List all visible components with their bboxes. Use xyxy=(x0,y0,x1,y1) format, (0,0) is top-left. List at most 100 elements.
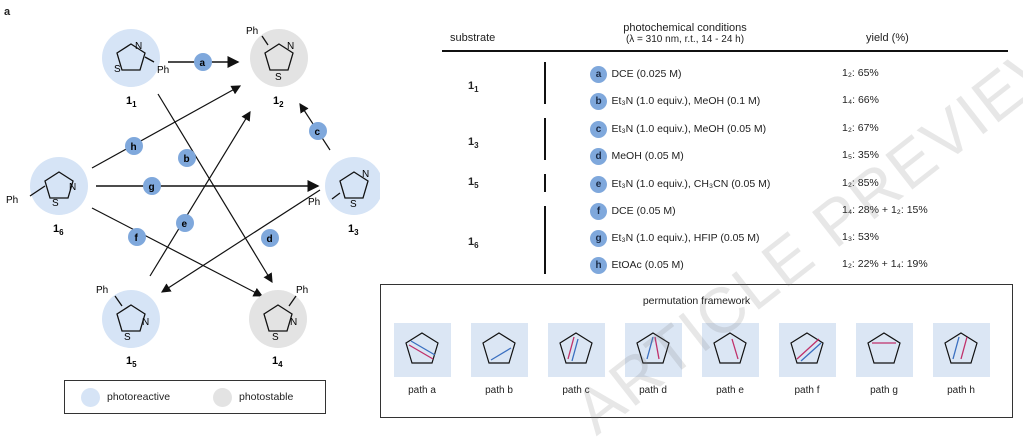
label-1-1: 11 xyxy=(126,95,137,109)
svg-text:d: d xyxy=(267,234,273,245)
arrow-e xyxy=(149,110,251,277)
row-yield: 1₃: 53% xyxy=(842,231,879,243)
atom-s-1-1: S xyxy=(114,64,121,75)
group-bar xyxy=(544,118,546,160)
table-row: g Et₃N (1.0 equiv.), HFIP (0.05 M) xyxy=(590,228,759,247)
atom-n-1-2: N xyxy=(287,41,294,52)
path-g-label: path g xyxy=(870,385,898,396)
atom-s-1-4: S xyxy=(272,332,279,343)
group-bar xyxy=(544,174,546,192)
ph-1-6: Ph xyxy=(6,195,18,206)
label-1-2: 12 xyxy=(273,95,284,109)
atom-s-1-6: S xyxy=(52,198,59,209)
svg-text:f: f xyxy=(135,233,139,244)
ph-1-2: Ph xyxy=(246,26,258,37)
table-row: f DCE (0.05 M) xyxy=(590,201,676,220)
atom-s-1-5: S xyxy=(124,332,131,343)
arrow-h xyxy=(91,85,242,169)
label-1-3: 13 xyxy=(348,223,359,237)
permutation-title: permutation framework xyxy=(642,295,751,307)
path-e-diagram xyxy=(702,323,759,377)
reaction-network: N S N S N S N S N S N S Ph Ph Ph Ph Ph P… xyxy=(6,26,380,369)
header-substrate: substrate xyxy=(450,32,496,44)
row-conditions: MeOH (0.05 M) xyxy=(611,150,684,162)
compound-1-4-circle xyxy=(249,290,307,348)
table-row: e Et₃N (1.0 equiv.), CH₃CN (0.05 M) xyxy=(590,174,770,193)
badge-c: c xyxy=(309,122,327,140)
legend-photoreactive: photoreactive xyxy=(107,391,171,403)
legend: photoreactive photostable xyxy=(64,380,326,414)
atom-n-1-3: N xyxy=(362,169,369,180)
ph-1-5: Ph xyxy=(96,285,108,296)
table-row: a DCE (0.025 M) xyxy=(590,64,681,83)
badge-e: e xyxy=(176,214,194,232)
table-row: h EtOAc (0.05 M) xyxy=(590,255,684,274)
row-yield: 1₅: 35% xyxy=(842,149,879,161)
structure-1-4 xyxy=(263,295,297,332)
row-badge: a xyxy=(590,66,607,83)
group-1-6: 16 xyxy=(468,236,479,251)
label-1-6: 16 xyxy=(53,223,64,237)
table-row: c Et₃N (1.0 equiv.), MeOH (0.05 M) xyxy=(590,119,766,138)
path-d-diagram xyxy=(625,323,682,377)
path-e-label: path e xyxy=(716,385,744,396)
badge-d: d xyxy=(261,229,279,247)
badge-h: h xyxy=(125,137,143,155)
row-yield: 1₄: 28% + 1₂: 15% xyxy=(842,204,928,216)
row-conditions: DCE (0.05 M) xyxy=(611,205,676,217)
badge-g: g xyxy=(143,177,161,195)
atom-n-1-4: N xyxy=(290,317,297,328)
structure-1-1 xyxy=(116,43,155,71)
header-conditions-2: (λ = 310 nm, r.t., 14 - 24 h) xyxy=(625,34,745,45)
row-badge: h xyxy=(590,257,607,274)
path-d-label: path d xyxy=(639,385,667,396)
photostable-swatch xyxy=(213,388,232,407)
row-conditions: DCE (0.025 M) xyxy=(611,68,682,80)
path-b-label: path b xyxy=(485,385,513,396)
row-badge: d xyxy=(590,148,607,165)
atom-s-1-2: S xyxy=(275,72,282,83)
compound-1-6-circle xyxy=(30,157,88,215)
row-badge: c xyxy=(590,121,607,138)
group-1-1: 11 xyxy=(468,80,479,95)
row-conditions: Et₃N (1.0 equiv.), HFIP (0.05 M) xyxy=(611,232,760,244)
compound-1-2-circle xyxy=(250,29,308,87)
svg-text:c: c xyxy=(315,127,321,138)
path-b-diagram xyxy=(471,323,528,377)
row-yield: 1₄: 66% xyxy=(842,94,879,106)
group-bar xyxy=(544,62,546,104)
row-conditions: EtOAc (0.05 M) xyxy=(611,259,684,271)
ph-1-1: Ph xyxy=(157,65,169,76)
arrow-d xyxy=(160,189,321,293)
legend-photostable: photostable xyxy=(239,391,294,403)
svg-text:h: h xyxy=(131,142,137,153)
badge-f: f xyxy=(128,228,146,246)
group-1-3: 13 xyxy=(468,136,479,151)
svg-text:g: g xyxy=(149,182,155,193)
path-g-diagram xyxy=(856,323,913,377)
photoreactive-swatch xyxy=(81,388,100,407)
permutation-framework: permutation framework path a path b path… xyxy=(380,284,1013,418)
path-f-diagram xyxy=(779,323,836,377)
path-a-diagram xyxy=(394,323,451,377)
path-c-diagram xyxy=(548,323,605,377)
row-yield: 1₂: 22% + 1₄: 19% xyxy=(842,258,928,270)
svg-text:b: b xyxy=(184,154,190,165)
path-h-diagram xyxy=(933,323,990,377)
structure-1-2 xyxy=(261,35,294,71)
panel-letter: a xyxy=(4,6,11,18)
structure-1-6 xyxy=(29,171,74,199)
label-1-5: 15 xyxy=(126,355,137,369)
path-h-label: path h xyxy=(947,385,975,396)
group-1-5: 15 xyxy=(468,176,479,191)
row-conditions: Et₃N (1.0 equiv.), MeOH (0.05 M) xyxy=(611,123,767,135)
conditions-table: substrate photochemical conditions (λ = … xyxy=(380,0,1020,280)
path-a-label: path a xyxy=(408,385,436,396)
atom-n-1-1: N xyxy=(135,41,142,52)
structure-1-5 xyxy=(114,295,146,332)
path-f-label: path f xyxy=(794,385,820,396)
atom-s-1-3: S xyxy=(350,199,357,210)
ph-1-3: Ph xyxy=(308,197,320,208)
row-badge: e xyxy=(590,176,607,193)
label-1-4: 14 xyxy=(272,355,283,369)
